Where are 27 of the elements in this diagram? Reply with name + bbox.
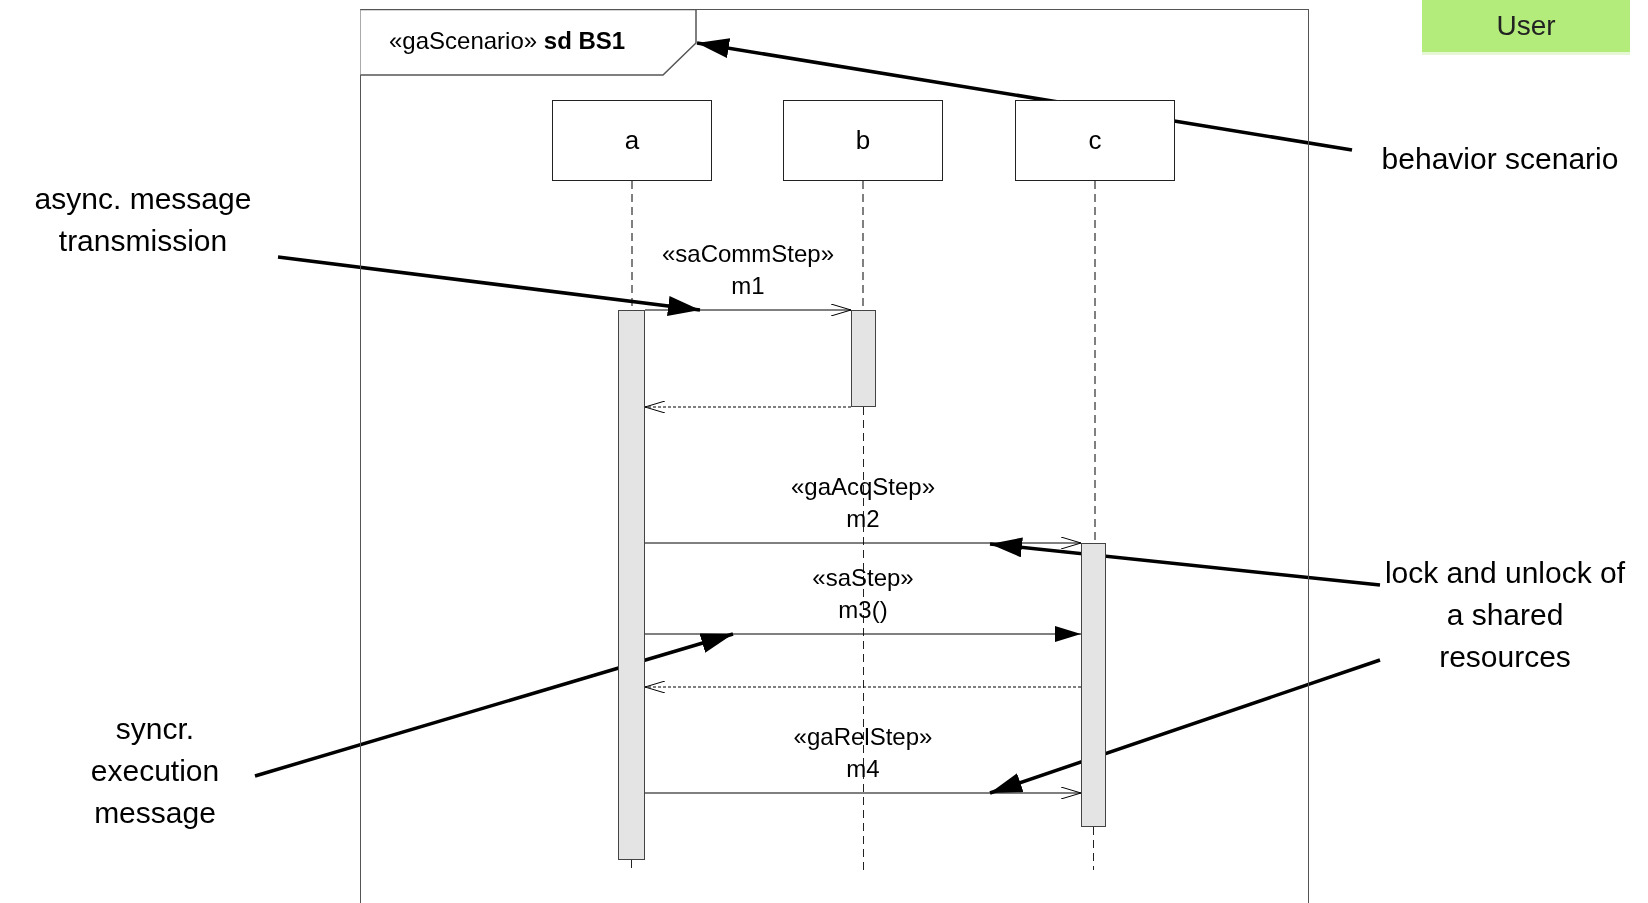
participant-box: a (552, 100, 712, 181)
message-label: «gaAcqStep» m2 (790, 472, 936, 534)
return-arrow (644, 680, 1082, 694)
activation-bar (1081, 543, 1106, 827)
leader-line (277, 255, 701, 316)
message-arrow (644, 303, 852, 317)
participant-box: c (1015, 100, 1175, 181)
message-label: «gaRelStep» m4 (793, 722, 933, 784)
callout-text: async. message transmission (8, 178, 278, 268)
message-label: «saCommStep» m1 (661, 239, 835, 301)
callout-text: behavior scenario (1352, 138, 1648, 183)
frame-title: «gaScenario» sd BS1 (389, 27, 626, 55)
message-arrow (644, 626, 1082, 642)
leader-line (989, 658, 1381, 795)
message-label: «saStep» m3() (812, 563, 914, 625)
message-arrow (644, 536, 1082, 550)
activation-bar (618, 310, 645, 860)
return-arrow (644, 400, 852, 414)
callout-text: lock and unlock of a shared resources (1380, 552, 1630, 682)
activation-bar (851, 310, 876, 407)
frame (360, 9, 1309, 903)
user-tag: User (1422, 0, 1630, 55)
message-arrow (644, 786, 1082, 800)
leader-line (989, 537, 1381, 587)
leader-line (254, 632, 734, 778)
callout-text: syncr. execution message (55, 708, 255, 838)
participant-box: b (783, 100, 943, 181)
